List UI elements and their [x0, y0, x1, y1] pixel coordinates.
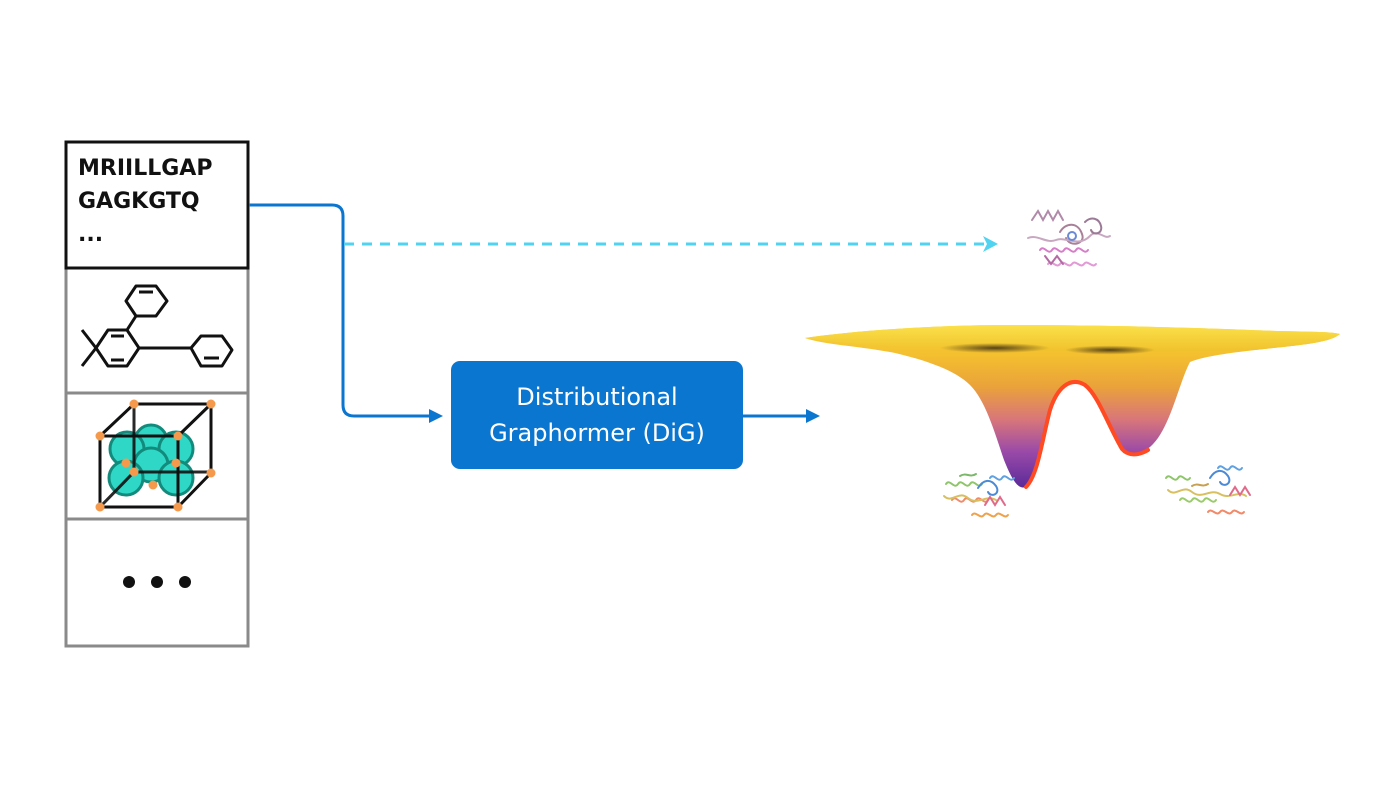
protein-conformation-a-icon — [943, 473, 1015, 518]
input-to-model-arrowhead — [429, 409, 443, 423]
sequence-line-1: MRIILLGAP — [78, 156, 213, 181]
input-to-model-connector — [249, 203, 430, 418]
ellipsis-dots-icon — [123, 576, 191, 588]
sequence-line-2: GAGKGTQ — [78, 189, 200, 214]
direct-prediction-arrowhead — [983, 236, 998, 252]
dig-model-box: Distributional Graphormer (DiG) — [451, 361, 743, 469]
molecule-graph-icon — [80, 284, 234, 368]
input-cell-sequence — [64, 140, 250, 270]
protein-conformation-b-icon — [1165, 465, 1251, 515]
model-label-line-2: Graphormer (DiG) — [489, 419, 705, 447]
model-label-line-1: Distributional — [516, 383, 678, 411]
sequence-line-3: ... — [78, 222, 104, 247]
energy-landscape-icon — [805, 325, 1340, 489]
protein-sequence-text: MRIILLGAP GAGKGTQ ... — [78, 152, 248, 251]
model-to-output-arrowhead — [806, 409, 820, 423]
crystal-structure-icon — [95, 399, 216, 512]
protein-single-structure-icon — [1027, 208, 1111, 267]
input-panel — [64, 140, 250, 648]
landscape-edge-highlight — [1024, 380, 1150, 489]
flow-arrows — [249, 203, 998, 423]
